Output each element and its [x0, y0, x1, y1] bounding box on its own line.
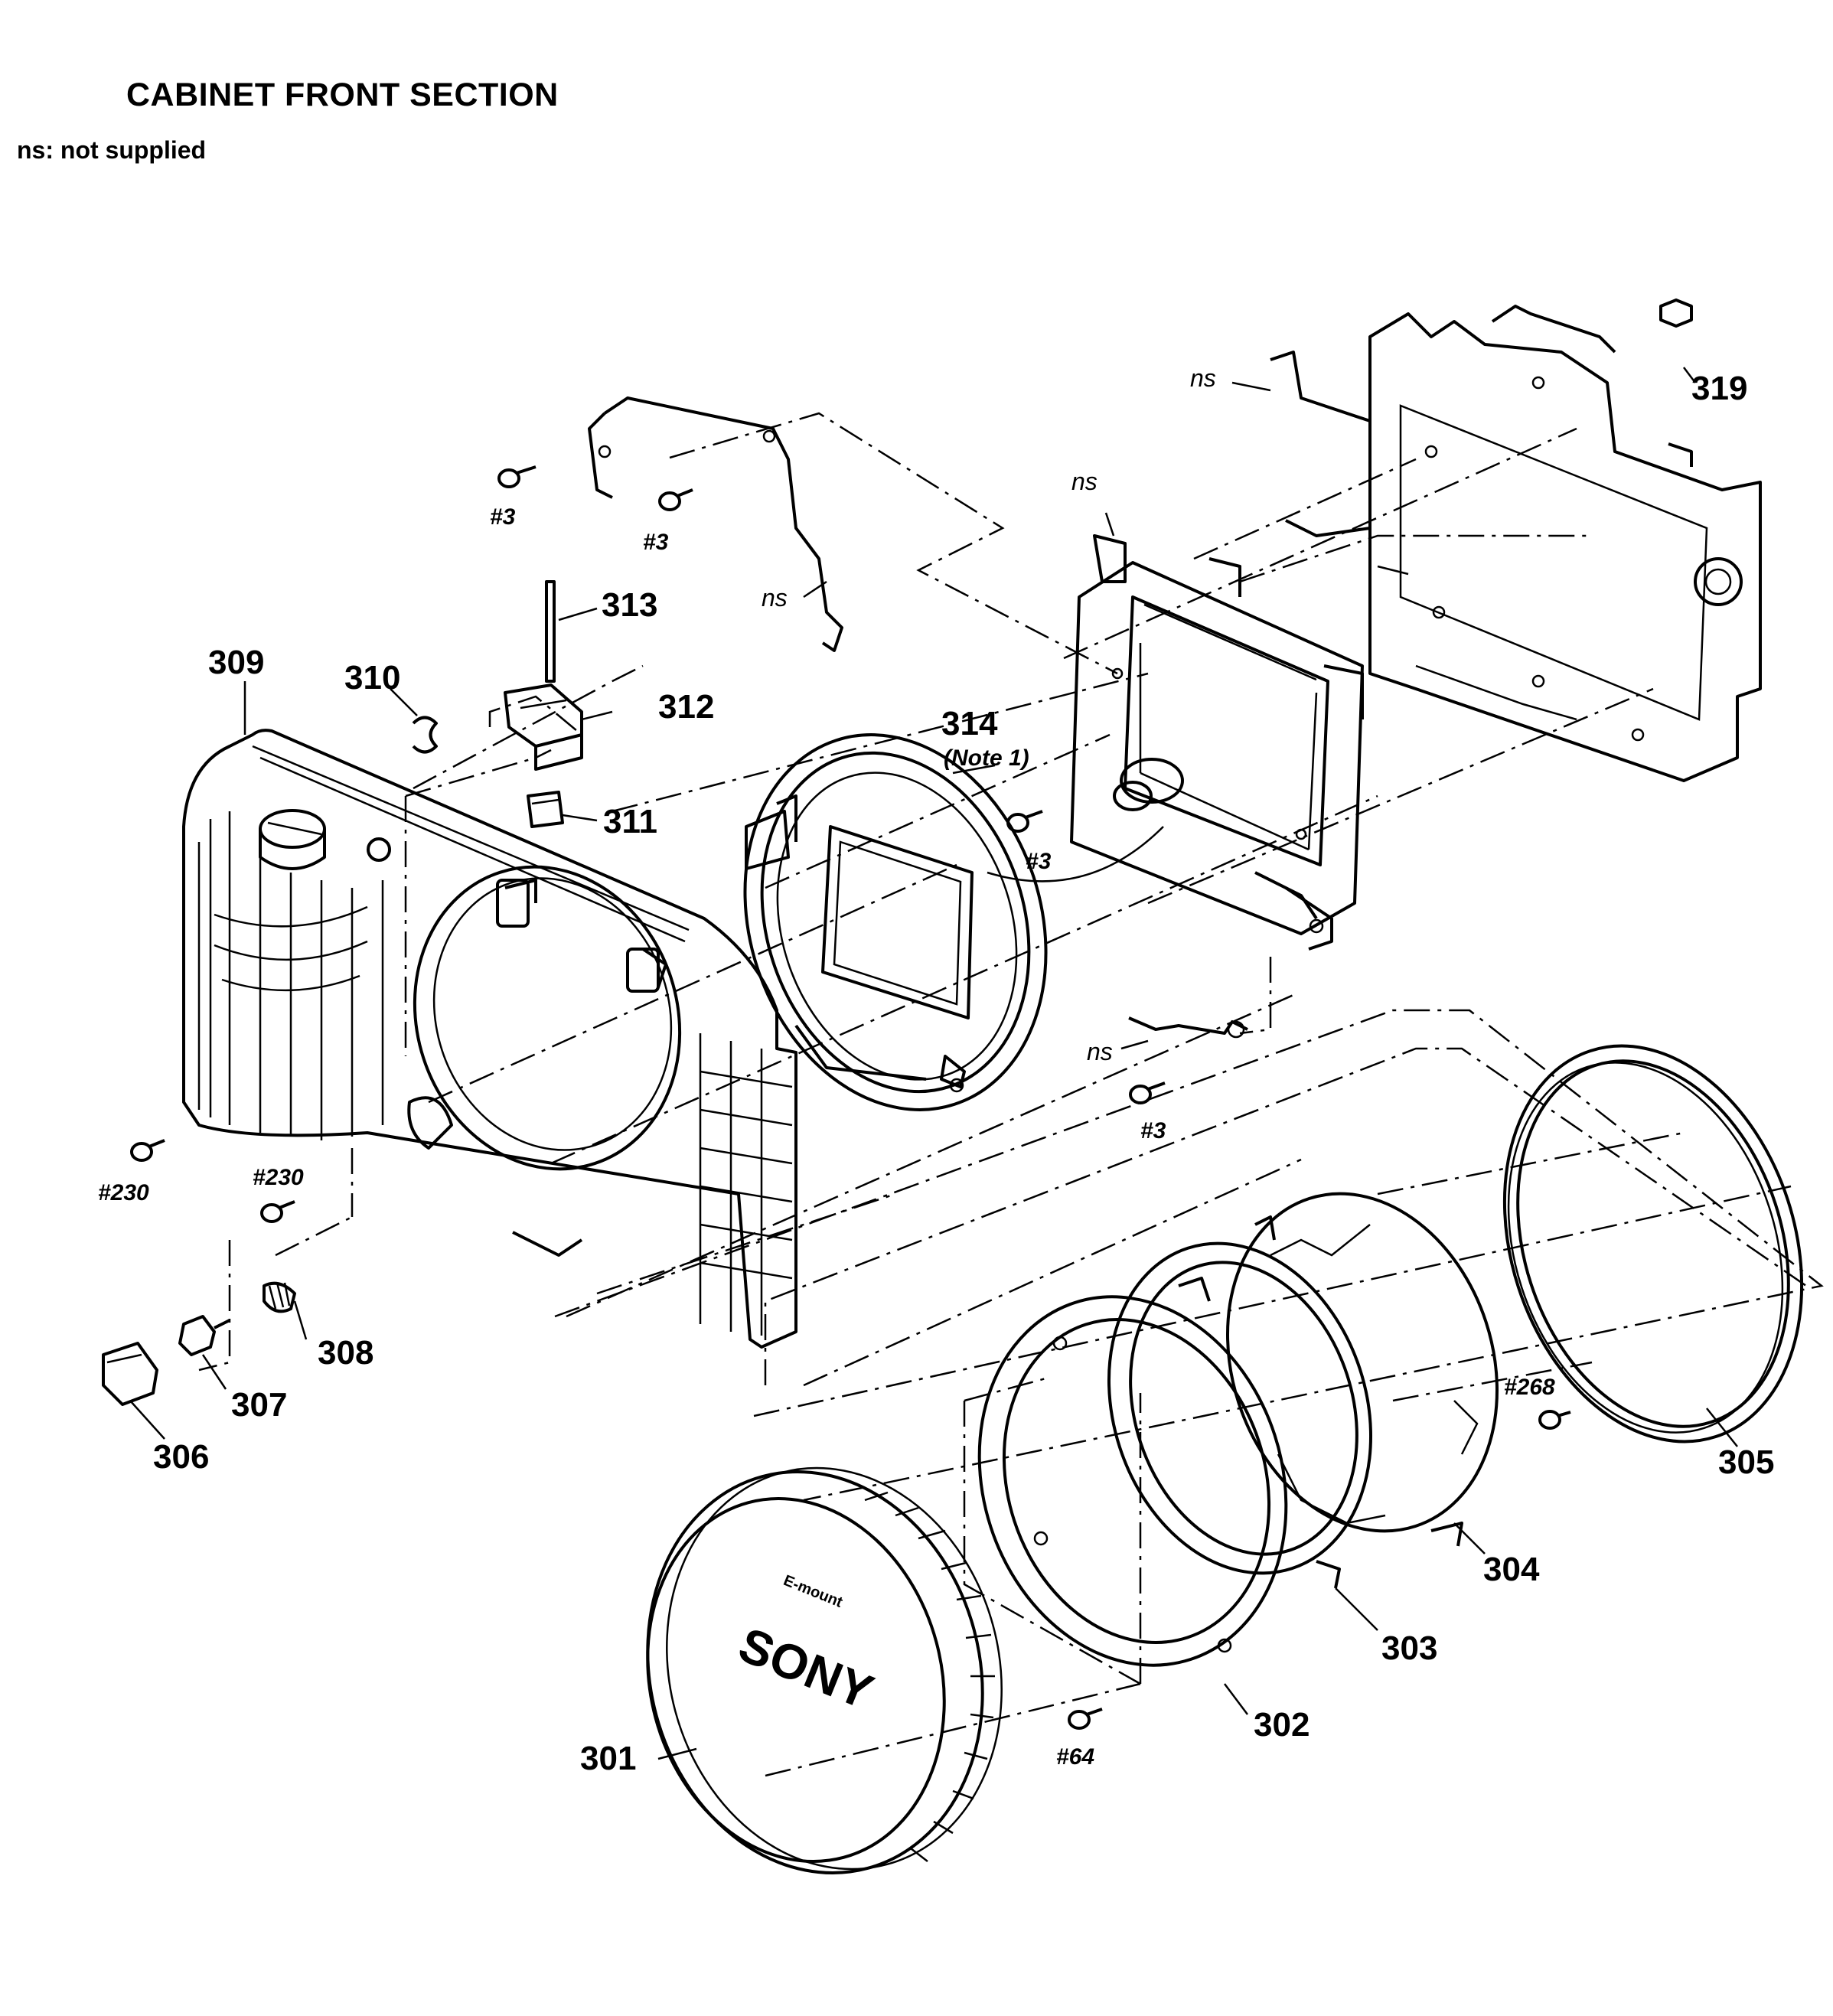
label-screw-3-a: #3: [490, 504, 516, 530]
label-302: 302: [1254, 1706, 1310, 1744]
label-313: 313: [602, 586, 657, 624]
label-screw-230-b: #230: [253, 1165, 304, 1190]
small-parts-310-313: [412, 580, 583, 828]
mount-frame-314: [743, 733, 1048, 1111]
flash-bracket-ns: [588, 396, 843, 652]
part-labels: 301 302 303 304 305 306 307 308 309 310 …: [153, 370, 1774, 1777]
legend-note: ns: not supplied: [17, 136, 207, 164]
label-303: 303: [1381, 1629, 1437, 1667]
screw-230-a: [130, 1139, 165, 1162]
label-ns-flash-bracket: ns: [762, 584, 788, 612]
brand-logo: SONY: [732, 1616, 881, 1720]
mount-ring-304: [1226, 1192, 1499, 1547]
label-ns-rear-frame: ns: [1190, 364, 1216, 392]
label-310: 310: [344, 659, 400, 696]
label-305: 305: [1718, 1443, 1774, 1481]
screw-labels: #3 #3 #3 #3 #230 #230 #268 #64: [98, 504, 1555, 1770]
screw-230-b: [260, 1200, 295, 1223]
label-306: 306: [153, 1438, 209, 1476]
front-cabinet-309: [182, 729, 797, 1349]
rear-frame-bracket: [1270, 298, 1762, 782]
screw-64: [1068, 1708, 1103, 1730]
spring-plate-ns: [1128, 1016, 1248, 1039]
label-319: 319: [1691, 370, 1747, 407]
label-309: 309: [208, 644, 264, 681]
mount-ring-303: [1107, 1241, 1373, 1589]
label-304: 304: [1483, 1551, 1540, 1588]
cap-mark: E-mount: [781, 1572, 846, 1611]
label-screw-3-b: #3: [643, 530, 669, 555]
screws: [130, 465, 1571, 1730]
label-314: 314: [941, 705, 998, 742]
label-screw-230-a: #230: [98, 1180, 149, 1205]
label-ns-spring: ns: [1087, 1038, 1113, 1065]
label-screw-3-d: #3: [1140, 1118, 1166, 1143]
screw-3-a: [497, 465, 537, 488]
label-307: 307: [231, 1386, 287, 1424]
label-ns-mirror-box: ns: [1071, 468, 1098, 495]
ns-labels: ns ns ns ns: [762, 364, 1216, 1065]
label-311: 311: [603, 803, 657, 840]
label-screw-64: #64: [1056, 1744, 1094, 1770]
label-308: 308: [318, 1334, 373, 1372]
screw-3-d: [1129, 1081, 1166, 1104]
page-title: CABINET FRONT SECTION: [126, 77, 559, 113]
label-301: 301: [580, 1740, 636, 1777]
label-screw-268: #268: [1504, 1375, 1555, 1400]
screw-268: [1538, 1410, 1571, 1430]
leader-lines: [129, 367, 1738, 1760]
mirror-box-assembly: [987, 534, 1364, 951]
label-screw-3-c: #3: [1026, 849, 1052, 874]
body-cap-301: SONY E-mount: [646, 1466, 1003, 1874]
mount-ring-305: [1502, 1044, 1804, 1443]
screw-3-b: [658, 488, 693, 511]
screw-3-c: [1006, 810, 1043, 833]
label-314-note: (Note 1): [944, 745, 1029, 771]
label-312: 312: [658, 688, 714, 726]
mount-ring-302: [977, 1295, 1288, 1667]
button-parts-306-308: [102, 1281, 296, 1406]
